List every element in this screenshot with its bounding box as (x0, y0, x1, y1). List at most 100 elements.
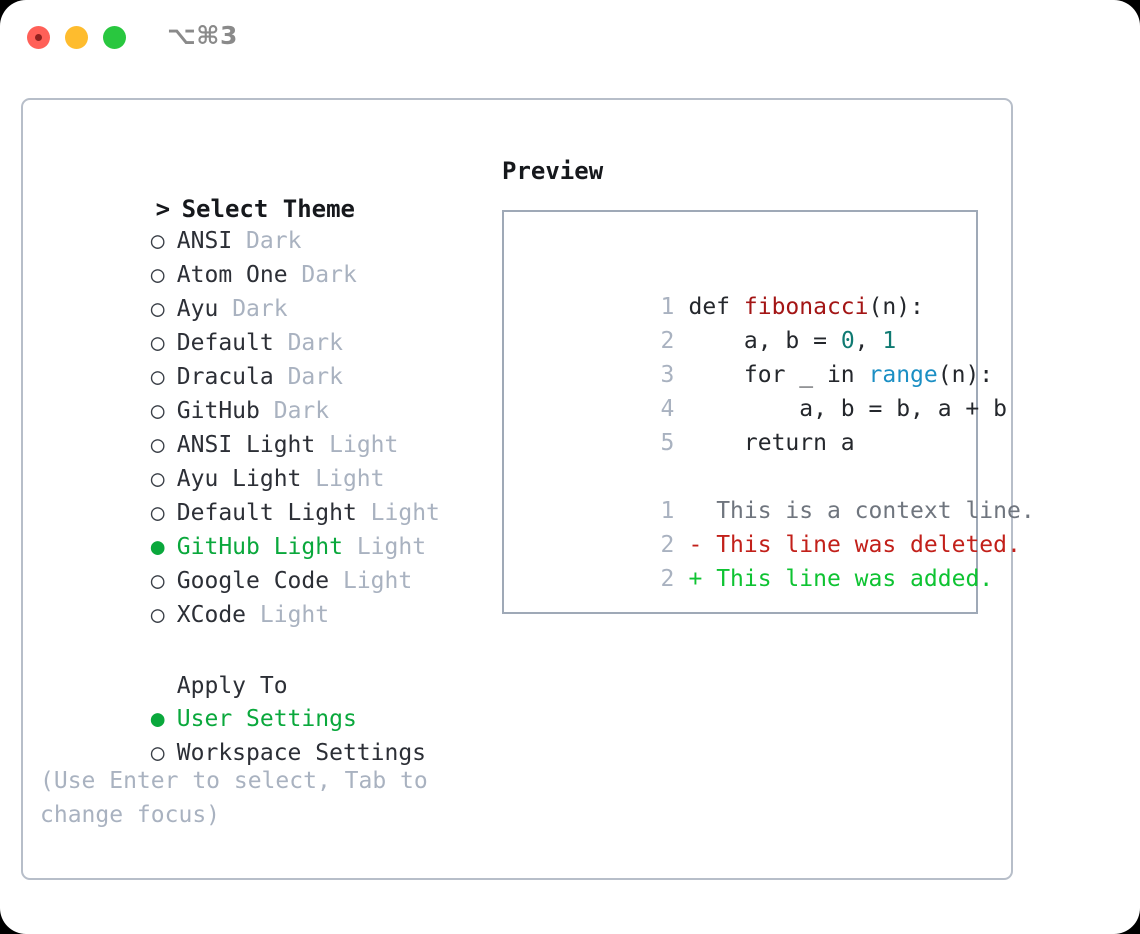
line-number: 5 (660, 430, 675, 456)
theme-variant: Dark (273, 398, 330, 424)
radio-icon[interactable]: ○ (150, 568, 165, 594)
theme-list-item[interactable]: ○ Default Dark (40, 292, 480, 356)
code-token: a, b = b, a + b (688, 396, 1007, 422)
code-token: (n): (868, 294, 924, 320)
line-number: 4 (660, 396, 675, 422)
keyboard-shortcut-label: ⌥⌘3 (167, 21, 238, 50)
theme-variant: Light (356, 534, 427, 560)
diff-sign: - (688, 532, 703, 558)
title-bar: ⌥⌘3 (0, 0, 1140, 78)
theme-name: ANSI (176, 228, 233, 254)
theme-variant-tag (218, 296, 232, 322)
theme-variant: Dark (246, 228, 302, 254)
diff-text: This is a context line. (702, 498, 1035, 524)
apply-to-item-user-settings[interactable]: ● User Settings (40, 668, 480, 732)
radio-icon[interactable]: ○ (150, 602, 165, 628)
theme-variant: Light (370, 500, 440, 526)
apply-to-item-workspace-settings[interactable]: ○ Workspace Settings (40, 702, 480, 766)
theme-list-item[interactable]: ○ XCode Light (40, 564, 480, 628)
theme-variant-tag (357, 500, 371, 526)
apply-to-heading: Apply To (40, 632, 480, 699)
code-line: 3 for _ in range(n): (522, 324, 993, 388)
traffic-lights (27, 26, 126, 49)
line-number: 2 (660, 566, 675, 592)
radio-icon[interactable]: ○ (150, 228, 165, 254)
select-theme-heading-label: Select Theme (181, 195, 355, 223)
theme-list-item[interactable]: ○ GitHub Dark (40, 360, 480, 424)
theme-variant: Light (259, 602, 330, 628)
theme-variant-tag (232, 228, 246, 254)
theme-variant: Dark (232, 296, 288, 322)
code-token: return a (688, 430, 855, 456)
theme-name: Google Code (176, 568, 330, 594)
apply-to-heading-label: Apply To (176, 673, 288, 699)
radio-icon[interactable]: ○ (150, 432, 165, 458)
theme-name: ANSI Light (176, 432, 316, 458)
theme-name: Dracula (176, 364, 274, 390)
theme-list-item[interactable]: ○ Default Light Light (40, 462, 480, 526)
code-line: 1 def fibonacci(n): (522, 256, 976, 320)
theme-list-item[interactable]: ○ANSI Light Light (40, 394, 480, 458)
theme-variant-tag (260, 398, 274, 424)
diff-text: This line was deleted. (702, 532, 1021, 558)
theme-name: GitHub (176, 398, 260, 424)
keyboard-hint-text: (Use Enter to select, Tab to change focu… (40, 768, 442, 828)
theme-name: Default Light (176, 500, 357, 526)
radio-icon[interactable]: ○ (150, 740, 165, 766)
code-line: 2 a, b = 0, 1 (522, 290, 976, 354)
theme-variant-tag (343, 534, 357, 560)
theme-list-item[interactable]: ○ Ayu Dark (40, 258, 480, 322)
radio-icon[interactable]: ○ (150, 330, 165, 356)
close-button[interactable] (27, 26, 50, 49)
code-token: for _ in (688, 362, 869, 388)
minimize-button[interactable] (65, 26, 88, 49)
theme-variant: Dark (287, 364, 343, 390)
radio-icon[interactable]: ○ (150, 466, 165, 492)
radio-icon-selected[interactable]: ● (150, 534, 165, 560)
diff-sign: + (688, 566, 703, 592)
code-line: 4 a, b = b, a + b (522, 358, 1007, 422)
theme-name: XCode (176, 602, 247, 628)
radio-icon[interactable]: ○ (150, 262, 165, 288)
radio-icon-selected[interactable]: ● (150, 706, 165, 732)
code-token-function: fibonacci (743, 294, 869, 320)
theme-name: Default (176, 330, 274, 356)
theme-variant-tag (274, 364, 288, 390)
line-number: 1 (660, 498, 675, 524)
radio-icon[interactable]: ○ (150, 500, 165, 526)
zoom-button[interactable] (103, 26, 126, 49)
theme-list-item[interactable]: ○ Google Code Light (40, 530, 480, 594)
radio-icon[interactable]: ○ (150, 364, 165, 390)
theme-variant-tag (301, 466, 315, 492)
code-token: , (854, 328, 883, 354)
line-number: 3 (660, 362, 675, 388)
theme-name: Ayu (176, 296, 219, 322)
theme-list-item[interactable]: ○ ANSI Dark (40, 190, 480, 254)
code-token: a, b = (688, 328, 841, 354)
diff-sign (688, 498, 702, 524)
radio-icon[interactable]: ○ (150, 296, 165, 322)
diff-line-context: 1 This is a context line. (522, 460, 1034, 524)
line-number: 1 (660, 294, 675, 320)
theme-list-item-selected[interactable]: ● GitHub Light Light (40, 496, 480, 560)
apply-to-label: Workspace Settings (176, 740, 427, 766)
code-token: (n): (937, 362, 994, 388)
theme-variant-tag (315, 432, 329, 458)
theme-variant: Light (342, 568, 413, 594)
diff-text: This line was added. (702, 566, 994, 592)
theme-list-item[interactable]: ○Atom One Dark (40, 224, 480, 288)
code-token: def (688, 294, 744, 320)
theme-variant-tag (329, 568, 343, 594)
theme-variant: Light (315, 466, 385, 492)
radio-icon[interactable]: ○ (150, 398, 165, 424)
apply-to-label: User Settings (176, 706, 357, 732)
code-token-number: 0 (840, 328, 855, 354)
theme-list-item[interactable]: ○Ayu Light Light (40, 428, 480, 492)
theme-list-item[interactable]: ○ Dracula Dark (40, 326, 480, 390)
preview-heading: Preview (502, 157, 604, 185)
theme-variant: Dark (301, 262, 357, 288)
caret-icon: > (155, 195, 171, 223)
theme-name: GitHub Light (176, 534, 343, 560)
